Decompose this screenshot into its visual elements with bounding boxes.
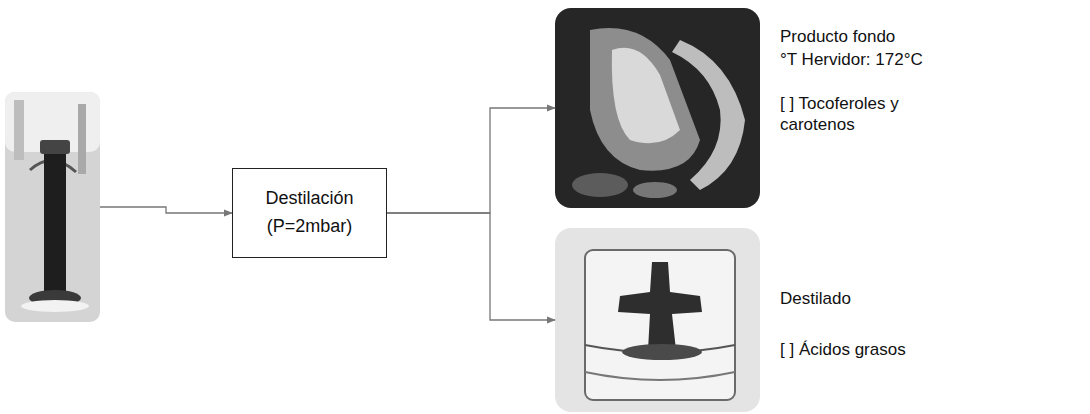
flow-arrow [100, 207, 232, 213]
photo-node: Producto fondo°T Hervidor: 172°C[ ] Toco… [555, 8, 760, 208]
caption-text: [ ] Tocoferoles y carotenos [780, 93, 955, 136]
caption-heading: Destilado [780, 288, 955, 309]
process-box: Destilación (P=2mbar) [232, 168, 387, 258]
column-photo [5, 92, 100, 322]
photo-node [5, 92, 100, 322]
photo-node: Destilado[ ] Ácidos grasos [555, 228, 760, 412]
flow-arrow [387, 213, 555, 320]
side-caption: Producto fondo°T Hervidor: 172°C [ ] Toco… [780, 26, 955, 135]
photo-ground [555, 228, 760, 412]
solid-distillate [618, 262, 702, 350]
glass-rod [78, 104, 86, 174]
process-label: Destilación (P=2mbar) [241, 185, 378, 241]
column-head [40, 140, 70, 154]
glass-rod [14, 100, 24, 160]
residue [572, 173, 628, 197]
liquid-line [585, 372, 735, 380]
residue [633, 182, 677, 198]
solid-distillate [622, 344, 702, 360]
flask-neck [672, 40, 745, 190]
plate [21, 300, 89, 312]
flask-shine [612, 48, 680, 144]
caption-heading: Producto fondo [780, 26, 955, 47]
distillate-photo [555, 228, 760, 412]
column-body [44, 148, 66, 298]
caption-text: °T Hervidor: 172°C [780, 49, 955, 70]
beaker [585, 250, 735, 400]
caption-text: [ ] Ácidos grasos [780, 339, 955, 360]
bottom-product-photo [555, 8, 760, 208]
flow-arrow [387, 108, 555, 213]
photo-ground [5, 92, 100, 322]
box-content: Destilación (P=2mbar) [233, 179, 386, 247]
photo-ground [555, 8, 760, 208]
side-caption: Destilado [ ] Ácidos grasos [780, 288, 955, 361]
